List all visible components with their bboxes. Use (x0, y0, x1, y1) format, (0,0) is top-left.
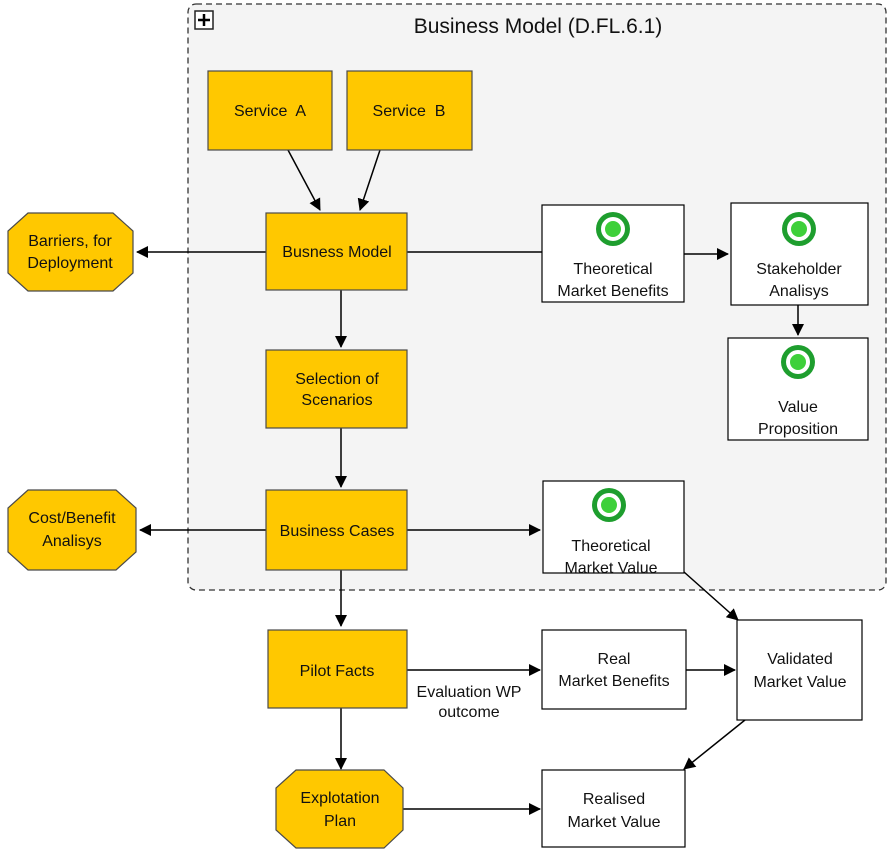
node-service-b[interactable]: Service B (346, 70, 473, 151)
node-value-proposition[interactable]: Value Proposition (727, 337, 869, 441)
goal-target-icon (781, 345, 815, 379)
goal-target-icon (782, 212, 816, 246)
evaluation-label-line2: outcome (438, 704, 499, 721)
business-cases-label: Business Cases (280, 523, 395, 540)
node-selection-of-scenarios[interactable]: Selection of Scenarios (265, 349, 408, 429)
node-real-market-benefits[interactable]: Real Market Benefits (541, 629, 687, 710)
node-barriers-for-deployment[interactable]: Barriers, for Deployment (7, 212, 134, 292)
business-model-label: Busness Model (282, 244, 391, 261)
node-exploitation-plan[interactable]: Explotation Plan (275, 769, 404, 849)
node-cost-benefit-analysis[interactable]: Cost/Benefit Analisys (7, 489, 137, 571)
node-validated-market-value[interactable]: Validated Market Value (736, 619, 863, 721)
tmv-label-line2: Market Value (564, 560, 657, 577)
service-a-label: Service A (234, 103, 306, 120)
edge-service-b-to-business-model (357, 149, 381, 211)
real-label-line1: Real (598, 651, 631, 668)
tmb-label-line2: Market Benefits (557, 283, 668, 300)
edge-theoretical-value-to-validated (683, 571, 739, 621)
edge-label-evaluation: Evaluation WP outcome (417, 684, 522, 721)
goal-target-icon (596, 212, 630, 246)
stakeholder-label-line2: Analisys (769, 283, 829, 300)
node-realised-market-value[interactable]: Realised Market Value (541, 769, 686, 848)
realised-label-line1: Realised (583, 791, 645, 808)
real-label-line2: Market Benefits (558, 673, 669, 690)
node-theoretical-market-benefits[interactable]: Theoretical Market Benefits (541, 204, 685, 303)
expand-group-button[interactable] (194, 10, 214, 30)
node-stakeholder-analysis[interactable]: Stakeholder Analisys (730, 202, 869, 306)
selection-label-line2: Scenarios (301, 392, 372, 409)
realised-label-line2: Market Value (567, 814, 660, 831)
barriers-label-line1: Barriers, for (28, 233, 112, 250)
stakeholder-label-line1: Stakeholder (756, 261, 842, 278)
barriers-label-line2: Deployment (27, 255, 113, 272)
evaluation-label-line1: Evaluation WP (417, 684, 522, 701)
node-pilot-facts[interactable]: Pilot Facts (267, 629, 408, 709)
tmb-label-line1: Theoretical (573, 261, 652, 278)
goal-target-icon (592, 488, 626, 522)
value-label-line1: Value (778, 399, 818, 416)
edge-validated-to-realised (683, 719, 746, 770)
tmv-label-line1: Theoretical (571, 538, 650, 555)
selection-label-line1: Selection of (295, 371, 379, 388)
node-business-cases[interactable]: Business Cases (265, 489, 408, 571)
cost-benefit-label-line1: Cost/Benefit (28, 510, 116, 527)
node-business-model[interactable]: Busness Model (265, 212, 408, 291)
service-b-label: Service B (373, 103, 446, 120)
validated-label-line1: Validated (767, 651, 833, 668)
validated-label-line2: Market Value (753, 674, 846, 691)
edges (136, 149, 804, 815)
cost-benefit-label-line2: Analisys (42, 533, 102, 550)
group-title: Business Model (D.FL.6.1) (414, 15, 663, 38)
value-label-line2: Proposition (758, 421, 838, 438)
edge-service-a-to-business-model (287, 149, 321, 211)
node-theoretical-market-value[interactable]: Theoretical Market Value (542, 480, 685, 577)
pilot-facts-label: Pilot Facts (300, 663, 375, 680)
exploitation-label-line1: Explotation (300, 790, 379, 807)
node-service-a[interactable]: Service A (207, 70, 333, 151)
exploitation-label-line2: Plan (324, 813, 356, 830)
